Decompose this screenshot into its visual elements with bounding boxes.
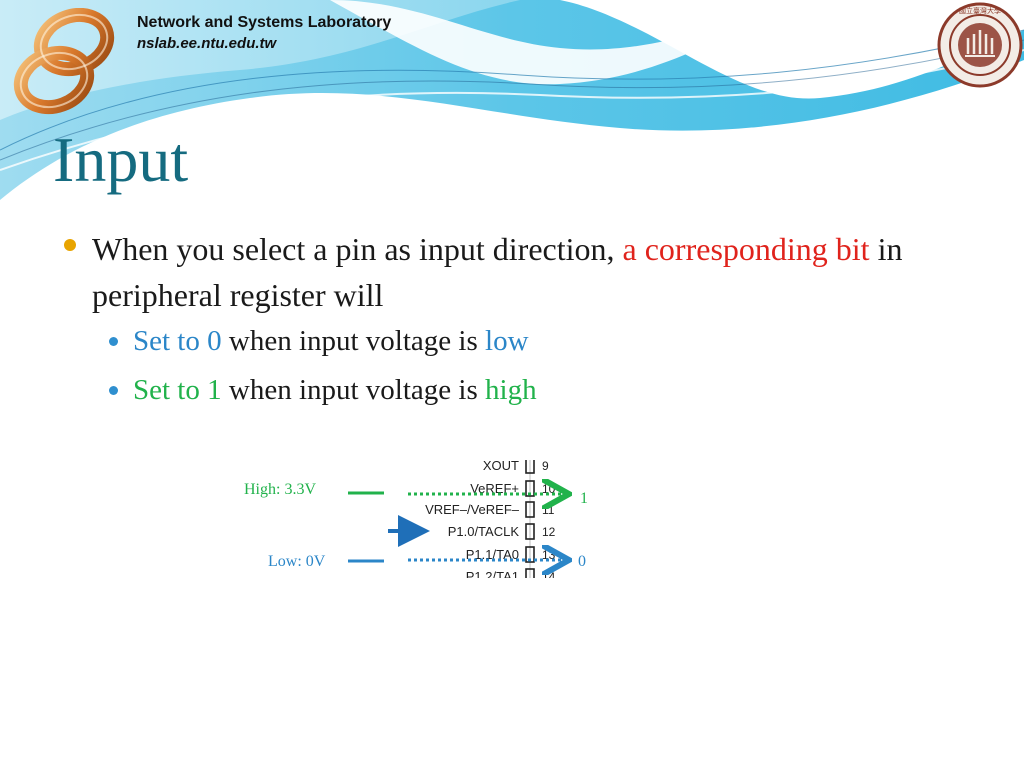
pin-number: 12 [542,525,556,539]
main-bullet-text-1: When you select a pin as input direction… [92,231,623,267]
pin-label: P1.0/TACLK [448,524,520,539]
low-output-value: 0 [578,553,586,570]
high-voltage-label: High: 3.3V [244,481,316,498]
sub-bullet-high: Set to 1 when input voltage is high [133,372,537,408]
main-bullet-highlight: a corresponding bit [622,231,870,267]
pin-number: 11 [542,503,555,517]
pin-number: 14 [542,570,556,582]
sub-bullet-high-text: when input voltage is [221,374,486,406]
university-seal: 國立臺灣大學 [937,2,1023,88]
lab-url: nslab.ee.ntu.edu.tw [137,35,277,52]
low-voltage-label: Low: 0V [268,553,326,570]
pin-label: VeREF+ [470,481,519,496]
pin-label: VREF–/VeREF– [425,502,520,517]
high-output-value: 1 [580,490,588,507]
sub-bullet-low: Set to 0 when input voltage is low [133,323,529,359]
pin-number: 9 [542,460,549,473]
bullet-dot [64,239,76,251]
pin-label: P1.2/TA1 [466,569,519,582]
high-text: high [485,374,537,406]
seal-lettering: 國立臺灣大學 [959,6,1001,15]
pin-label: XOUT [483,460,519,473]
slide-title: Input [53,124,189,195]
set-to-1-text: Set to 1 [133,374,222,406]
header-wave-background [0,0,1024,200]
set-to-0-text: Set to 0 [133,325,222,357]
lab-logo [13,8,115,115]
sub-bullet-low-text: when input voltage is [221,325,486,357]
low-text: low [485,325,529,357]
main-bullet: When you select a pin as input direction… [92,226,972,318]
pin-diagram: XOUT 9 VeREF+ 1 0 VREF–/VeREF– 11 P1.0/TA… [244,460,588,582]
main-bullet-text-2: in peripheral register will [92,231,903,313]
sub-bullet-dot [109,386,118,395]
pin-label: P1.1/TA0 [466,547,519,562]
sub-bullet-dot [109,337,118,346]
lab-name: Network and Systems Laboratory [137,14,392,31]
